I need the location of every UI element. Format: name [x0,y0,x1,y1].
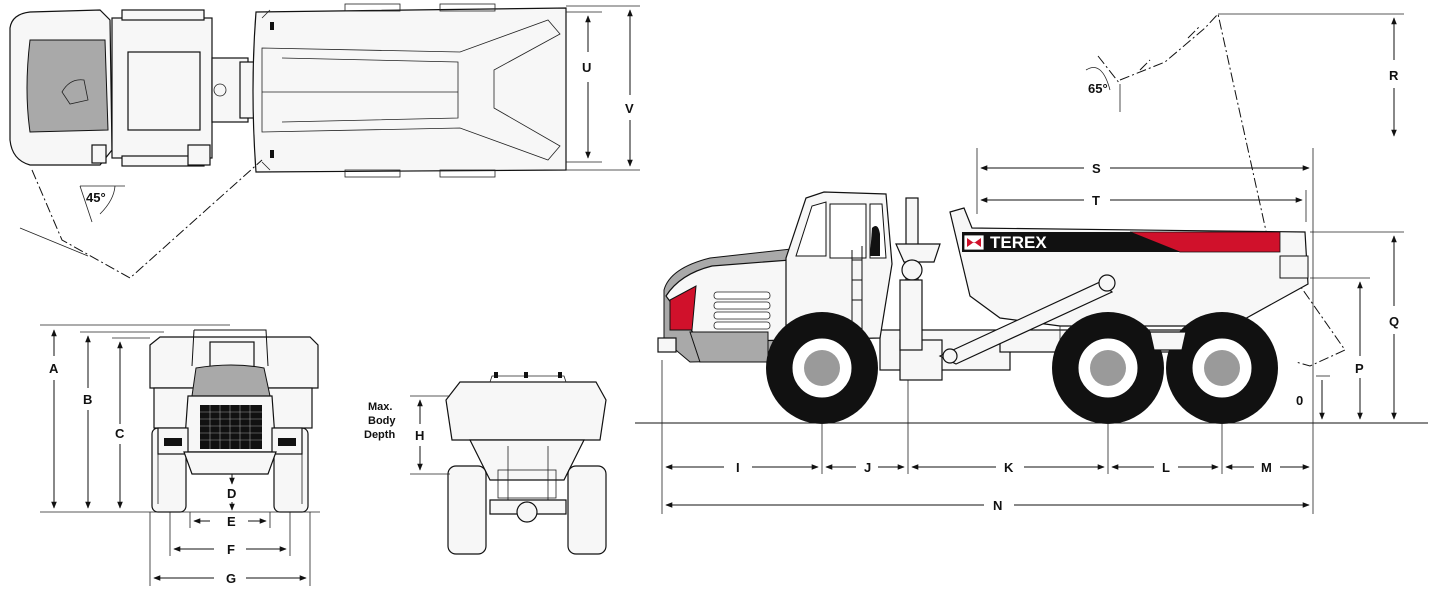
dimension-v [566,5,640,171]
label-n: N [993,498,1002,513]
rear-wheel [1166,312,1278,424]
dimension-a [40,324,320,513]
label-65-angle: 65° [1088,81,1108,96]
label-s: S [1092,161,1101,176]
dimension-b [80,331,164,509]
front-wheel [766,312,878,424]
dimension-r [1218,13,1404,233]
body-depth-line3: Depth [364,429,395,441]
dimension-c [112,337,150,509]
label-p: P [1355,361,1364,376]
label-a: A [49,361,59,376]
top-view [9,3,567,279]
label-i: I [736,460,740,475]
label-d: D [227,486,236,501]
dimension-o [1316,375,1330,420]
label-v: V [625,101,634,116]
body-depth-line2: Body [368,415,396,427]
dimension-g [149,512,311,586]
dimension-u [566,11,602,163]
label-t: T [1092,193,1100,208]
label-c: C [115,426,125,441]
label-l: L [1162,460,1170,475]
label-k: K [1004,460,1014,475]
dimension-h [410,395,450,475]
dimension-s [976,148,1314,514]
body-depth-line1: Max. [368,401,392,413]
rear-view [445,372,607,555]
dimension-e [189,512,271,528]
mid-wheel [1052,312,1164,424]
front-view [149,329,319,513]
dimension-t [980,190,1307,222]
label-45-angle: 45° [86,190,106,205]
label-q: Q [1389,314,1399,329]
dimension-ticks [661,360,1223,514]
label-h: H [415,428,424,443]
label-j: J [864,460,871,475]
label-r: R [1389,68,1399,83]
label-u: U [582,60,591,75]
side-view [635,12,1428,424]
label-e: E [227,514,236,529]
label-o: 0 [1296,393,1303,408]
terex-logo-text: TEREX [990,233,1047,252]
label-g: G [226,571,236,586]
dimension-f [169,512,291,556]
dimension-p [1310,277,1370,420]
label-f: F [227,542,235,557]
label-b: B [83,392,92,407]
tip-angle-65 [1085,55,1121,112]
label-m: M [1261,460,1272,475]
